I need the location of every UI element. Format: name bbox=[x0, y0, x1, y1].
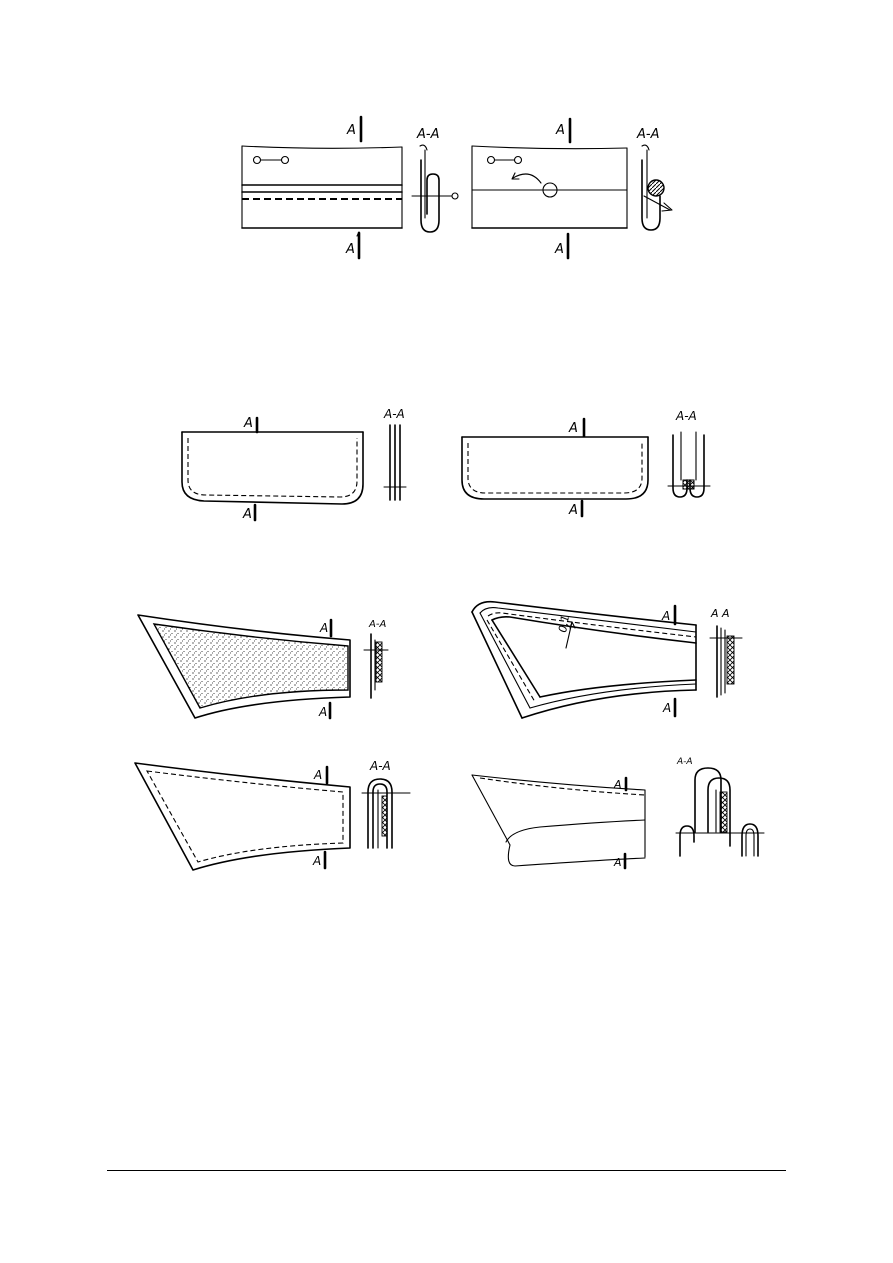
fig4-right-mark-top: A bbox=[613, 778, 622, 791]
fig4-left-section-title: A-A bbox=[369, 759, 391, 773]
fig1-left-mark-bottom: A bbox=[345, 242, 355, 257]
fig1-right-section bbox=[641, 144, 673, 231]
fig4-left-mark-bottom: A bbox=[312, 854, 321, 868]
fig2-left-section bbox=[383, 424, 407, 501]
fig3-left-mark-top: A bbox=[319, 621, 328, 635]
fig3-left-section bbox=[363, 633, 389, 699]
fig2-left-mark-top: A bbox=[243, 416, 253, 431]
fig1-right-section-title: A-A bbox=[636, 127, 659, 142]
fig4-left-section bbox=[361, 778, 411, 849]
fig1-left-panel bbox=[241, 115, 403, 260]
fig2-left-section-title: A-A bbox=[383, 407, 405, 421]
fig3-right-mark-bottom: A bbox=[662, 701, 671, 715]
fig4-right-section bbox=[675, 767, 765, 857]
fig4-right-mark-bottom: A bbox=[613, 856, 622, 869]
fig2-right-section-title: A-A bbox=[675, 409, 697, 423]
fig1-right-mark-top: A bbox=[555, 123, 565, 138]
fig4-right-panel bbox=[471, 774, 646, 870]
footer-rule bbox=[107, 1170, 786, 1171]
fig4-right-section-title: A-A bbox=[676, 757, 693, 767]
fig3-left-panel bbox=[137, 614, 351, 720]
fig1-right-mark-bottom: A bbox=[554, 242, 564, 257]
fig3-right-mark-top: A bbox=[661, 609, 670, 623]
fig3-right-section bbox=[709, 625, 743, 698]
fig2-right-panel bbox=[461, 417, 649, 518]
fig4-left-mark-top: A bbox=[313, 768, 322, 782]
fig1-left-section bbox=[411, 144, 459, 233]
fig3-left-section-title: A-A bbox=[368, 619, 386, 630]
fig3-right-dimension: 0,1 bbox=[556, 614, 572, 633]
fig2-left-mark-bottom: A bbox=[242, 507, 252, 522]
fig3-left-mark-bottom: A bbox=[318, 705, 327, 719]
fig3-right-section-title: A A bbox=[710, 607, 730, 620]
fig2-right-mark-bottom: A bbox=[568, 503, 578, 518]
fig4-left-panel bbox=[134, 762, 351, 871]
fig1-left-mark-top: A bbox=[346, 123, 356, 138]
fig2-right-mark-top: A bbox=[568, 421, 578, 436]
fig2-right-section bbox=[667, 431, 711, 498]
fig3-right-panel bbox=[471, 600, 697, 719]
fig1-left-section-title: A-A bbox=[416, 127, 439, 142]
fig2-left-panel bbox=[181, 416, 364, 522]
fig1-right-panel bbox=[471, 117, 628, 260]
